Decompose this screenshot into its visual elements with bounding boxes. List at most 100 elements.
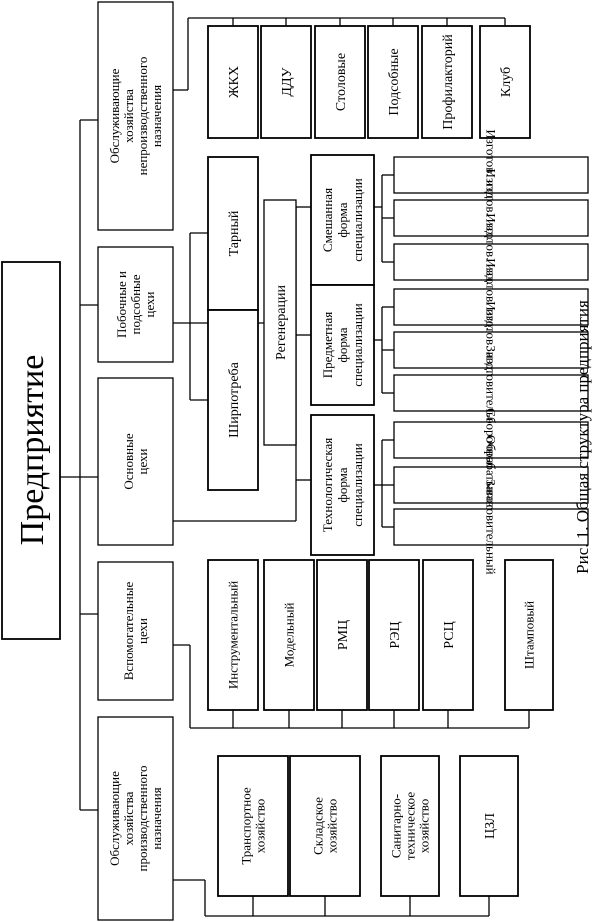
node-izgotov-mekh-label: Изготов. изд. мех.: [483, 168, 498, 267]
node-regeneratsii-label-line: Регенерации: [274, 285, 289, 360]
node-tekhnologicheskaya: Технологическаяформаспециализации: [310, 414, 375, 556]
node-shirpotreba-label: Ширпотреба: [227, 361, 242, 438]
node-ddu-frame: [260, 25, 312, 139]
node-obsl-proizv-label-line: назначения: [149, 787, 164, 849]
node-profilaktoriy-label: Профилакторий: [441, 34, 456, 130]
node-obsl-neproizv: Обслуживающиехозяйстванепроизводственног…: [97, 1, 174, 231]
node-zhkh-label: ЖКХ: [227, 66, 242, 98]
node-skladskoe-label-line: хозяйство: [325, 799, 340, 854]
node-obsl-neproizv-label-line: непроизводственного: [135, 57, 150, 176]
node-tekhnologicheskaya-frame: [310, 414, 375, 556]
node-stolovye-label: Столовые: [334, 53, 349, 111]
node-obsl-proizv-label-line: производственного: [135, 765, 150, 871]
node-profilaktoriy: Профилакторий: [421, 25, 473, 139]
node-profilaktoriy-label-line: Профилакторий: [441, 34, 456, 130]
node-santekh-frame: [380, 755, 440, 897]
node-klub-frame: [479, 25, 531, 139]
node-izgotov-mekh-frame: [393, 199, 589, 237]
node-shtampovy-label-line: Штамповый: [522, 601, 537, 669]
node-santekh-label: Санитарно-техническоехозяйство: [389, 792, 432, 860]
node-obrabatyvayushchiy-frame: [393, 466, 589, 504]
node-izgotov-sb-label-line: Изготов. изд. сб.: [483, 129, 498, 220]
node-instrumentalny-label: Инструментальный: [226, 581, 241, 689]
node-instrumentalny-label-line: Инструментальный: [226, 581, 241, 689]
node-rmc-label: РМЦ: [336, 620, 351, 650]
node-obsl-neproizv-label-line: Обслуживающие: [107, 68, 122, 163]
node-santekh-label-line: хозяйство: [417, 799, 432, 854]
node-modelny-label: Модельный: [282, 603, 297, 668]
node-smeshannaya-label-line: специализации: [350, 178, 365, 262]
node-obsl-proizv: Обслуживающиехозяйствапроизводственногон…: [97, 716, 174, 921]
node-izgotov-3: Изготов. изд. № 3: [393, 213, 589, 311]
node-klub-label-line: Клуб: [499, 67, 514, 97]
node-santekh: Санитарно-техническоехозяйство: [380, 755, 440, 897]
node-obsl-neproizv-label: Обслуживающиехозяйстванепроизводственног…: [107, 57, 164, 176]
node-izgotov-1-frame: [393, 331, 589, 369]
figure-caption: Рис. 1. Общая структура предприятия: [573, 300, 592, 574]
node-podsobnye-frame: [367, 25, 419, 139]
node-skladskoe-label: Складскоехозяйство: [311, 797, 340, 855]
node-tarny-frame: [207, 156, 259, 311]
node-pobochnye-frame: [97, 246, 174, 363]
node-osnovnye: Основныецехи: [97, 377, 174, 546]
node-transportnoe-label: Транспортноехозяйство: [239, 787, 268, 865]
node-izgotov-2-frame: [393, 288, 589, 326]
node-vspomogatelnye-frame: [97, 561, 174, 701]
node-predmetnaya: Предметнаяформаспециализации: [310, 284, 375, 406]
node-zagotovitelny-t-label-line: Заготовительный: [483, 479, 498, 574]
node-izgotov-3-frame: [393, 243, 589, 281]
node-regeneratsii-frame: [263, 199, 297, 446]
node-rsc-label-line: РСЦ: [442, 621, 457, 648]
node-zhkh-frame: [207, 25, 259, 139]
node-izgotov-mekh: Изготов. изд. мех.: [393, 168, 589, 268]
node-shtampovy-frame: [504, 559, 554, 711]
node-predmetnaya-label-line: Предметная: [320, 312, 335, 379]
node-izgotov-sb: Изготов. изд. сб.: [393, 129, 589, 221]
node-predmetnaya-frame: [310, 284, 375, 406]
node-osnovnye-label-line: Основные: [121, 433, 136, 489]
node-vspomogatelnye-label-line: цехи: [135, 618, 150, 644]
node-podsobnye-label-line: Подсобные: [387, 48, 402, 115]
node-tekhnologicheskaya-label-line: форма: [335, 467, 350, 502]
node-izgotov-3-label-line: Изготов. изд. № 3: [483, 213, 498, 311]
node-zhkh: ЖКХ: [207, 25, 259, 139]
node-izgotov-mekh-label-line: Изготов. изд. мех.: [483, 168, 498, 267]
node-modelny-frame: [263, 559, 315, 711]
node-obsl-neproizv-label-line: хозяйства: [121, 89, 136, 143]
root-node-label: Предприятие: [14, 355, 51, 546]
node-rec-frame: [368, 559, 420, 711]
node-regeneratsii-label: Регенерации: [274, 285, 289, 360]
node-transportnoe-frame: [217, 755, 289, 897]
node-shtampovy: Штамповый: [504, 559, 554, 711]
node-vspomogatelnye-label-line: Вспомогательные: [121, 582, 136, 681]
node-santekh-label-line: Санитарно-: [389, 794, 404, 858]
node-zagotovitelny-t-label: Заготовительный: [483, 479, 498, 574]
node-izgotov-3-label: Изготов. изд. № 3: [483, 213, 498, 311]
node-zagotovitelny-t-frame: [393, 508, 589, 546]
node-osnovnye-frame: [97, 377, 174, 546]
node-czl-label-line: ЦЗЛ: [483, 812, 498, 839]
node-smeshannaya-frame: [310, 154, 375, 286]
node-sborochny: Сборочный: [393, 408, 589, 472]
node-czl-label: ЦЗЛ: [483, 812, 498, 839]
node-stolovye: Столовые: [314, 25, 366, 139]
node-shirpotreba: Ширпотреба: [207, 309, 259, 491]
node-podsobnye-label: Подсобные: [387, 48, 402, 115]
node-pobochnye: Побочные иподсобныецехи: [97, 246, 174, 363]
node-instrumentalny: Инструментальный: [207, 559, 259, 711]
node-smeshannaya-label-line: форма: [335, 202, 350, 237]
node-regeneratsii: Регенерации: [263, 199, 297, 446]
node-tarny-label: Тарный: [227, 210, 242, 256]
node-podsobnye: Подсобные: [367, 25, 419, 139]
node-zagotovitelny-p: Заготовительный: [393, 345, 589, 441]
node-osnovnye-label-line: цехи: [135, 448, 150, 474]
root-node-frame: [1, 261, 61, 640]
node-izgotov-sb-label: Изготов. изд. сб.: [483, 129, 498, 220]
node-tekhnologicheskaya-label: Технологическаяформаспециализации: [320, 438, 365, 532]
node-zhkh-label-line: ЖКХ: [227, 66, 242, 98]
node-skladskoe-frame: [289, 755, 361, 897]
root-node: Предприятие: [1, 261, 61, 640]
node-pobochnye-label-line: Побочные и: [114, 271, 129, 338]
node-transportnoe-label-line: хозяйство: [253, 799, 268, 854]
